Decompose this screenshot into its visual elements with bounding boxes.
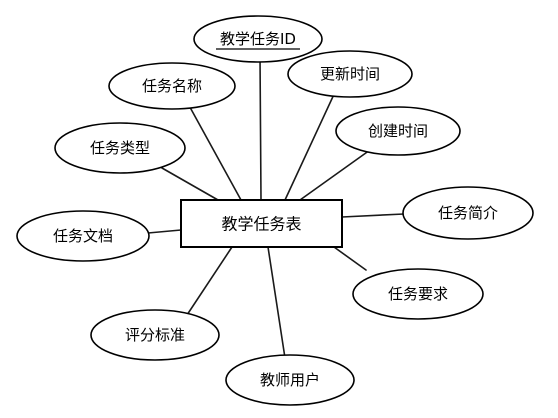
- attribute-create-time: 创建时间: [335, 106, 461, 156]
- connector-teacher-user: [267, 246, 286, 359]
- connector-task-doc: [147, 229, 182, 234]
- connector-task-requirement: [333, 246, 367, 271]
- attribute-label: 任务文档: [53, 227, 113, 245]
- attribute-label: 任务要求: [388, 285, 448, 303]
- attribute-task-intro: 任务简介: [402, 186, 534, 240]
- attribute-teacher-user: 教师用户: [225, 354, 355, 406]
- attribute-grading-standard: 评分标准: [90, 309, 220, 361]
- attribute-ellipse: [90, 309, 220, 361]
- connector-task-type: [161, 167, 219, 201]
- attribute-label: 教师用户: [260, 371, 320, 389]
- attribute-task-id: 教学任务ID: [193, 15, 323, 63]
- attribute-label: 任务类型: [90, 139, 150, 157]
- attribute-ellipse: [54, 122, 186, 174]
- attribute-label: 更新时间: [320, 65, 380, 83]
- attribute-task-requirement: 任务要求: [352, 268, 484, 320]
- attribute-ellipse: [352, 268, 484, 320]
- attribute-ellipse: [108, 62, 236, 110]
- connector-grading-standard: [184, 246, 233, 319]
- connectors: [147, 54, 405, 359]
- connector-task-intro: [341, 213, 405, 218]
- connector-task-id: [259, 54, 262, 201]
- entity-task-table: 教学任务表: [180, 199, 343, 248]
- attribute-update-time: 更新时间: [287, 50, 413, 98]
- connector-update-time: [284, 89, 337, 201]
- attribute-ellipse: [16, 210, 150, 262]
- attribute-ellipse: [402, 186, 534, 240]
- connector-task-name: [185, 99, 242, 201]
- attribute-task-name: 任务名称: [108, 62, 236, 110]
- attribute-task-doc: 任务文档: [16, 210, 150, 262]
- attribute-ellipse: [335, 106, 461, 156]
- attribute-label: 创建时间: [368, 122, 428, 140]
- attribute-label: 评分标准: [125, 326, 185, 344]
- attribute-task-type: 任务类型: [54, 122, 186, 174]
- connector-create-time: [299, 149, 371, 201]
- attribute-ellipse: [193, 15, 323, 63]
- attribute-label: 任务简介: [438, 204, 498, 222]
- attribute-label: 任务名称: [142, 77, 202, 95]
- attribute-label: 教学任务ID: [220, 30, 296, 48]
- entity-box: [180, 199, 343, 248]
- attribute-ellipse: [287, 50, 413, 98]
- attribute-ellipse: [225, 354, 355, 406]
- entity-label: 教学任务表: [221, 215, 301, 234]
